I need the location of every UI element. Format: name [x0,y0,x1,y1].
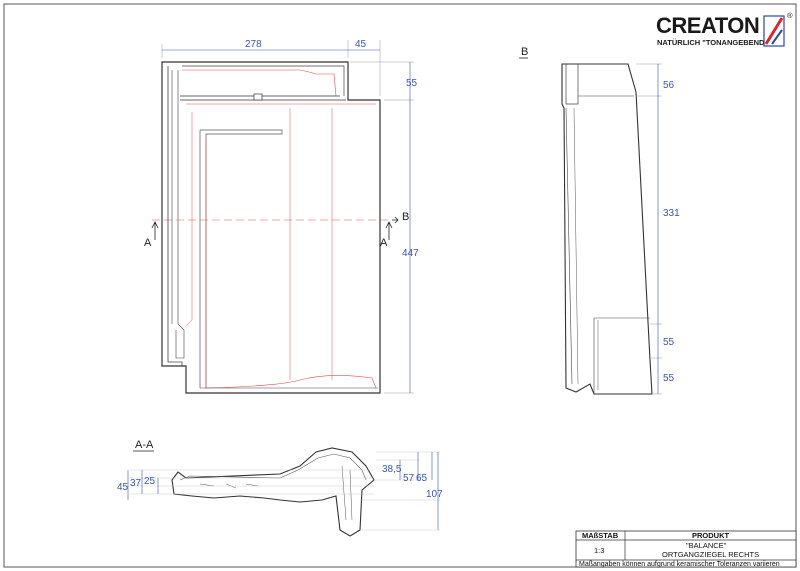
dim-section-25: 25 [144,476,156,487]
dim-section-57: 57 [403,473,415,484]
tile-section-view: A-A 45 37 25 38,5 57 65 107 [117,439,443,537]
creaton-logo: CREATON ® NATÜRLICH "TONANGEBEND" [656,11,793,47]
dim-side-56: 56 [663,80,675,91]
tile-top-view: A A B [144,61,409,394]
side-view-outline [561,63,653,395]
product-header: PRODUKT [692,531,730,540]
dim-section-37: 37 [130,478,142,489]
title-block: MAßSTAB PRODUKT 1:3 "BALANCE" ORTGANGZIE… [575,530,797,568]
dim-section-107: 107 [426,489,443,500]
dim-overhang-45: 45 [355,39,367,50]
logo-registered-mark: ® [787,11,793,20]
scale-header: MAßSTAB [582,531,619,540]
section-marker-a-right: A [380,237,388,249]
tile-side-view: B 56 331 55 55 [519,46,680,395]
dim-side-55-lower: 55 [663,373,675,384]
dim-side-331: 331 [663,208,680,219]
dim-section-38-5: 38,5 [382,464,402,475]
tile-outline [161,61,381,394]
dim-side-55-upper: 55 [663,337,675,348]
tolerance-note: Maßangaben können aufgrund keramischer T… [579,561,780,568]
side-view-label: B [521,46,528,58]
logo-emblem-icon [763,15,785,47]
dim-width-278: 278 [245,39,262,50]
product-name: "BALANCE" [686,541,727,550]
section-marker-a-left: A [144,237,152,249]
dim-section-65: 65 [416,473,428,484]
top-view-dimensions: 278 45 55 447 [161,39,419,394]
section-view-label: A-A [135,439,154,451]
section-marker-b: B [402,211,409,223]
dim-head-55: 55 [406,78,418,89]
product-type: ORTGANGZIEGEL RECHTS [662,550,759,559]
logo-wordmark: CREATON [656,13,759,38]
scale-value: 1:3 [594,546,604,555]
dim-section-45: 45 [117,482,129,493]
logo-tagline: NATÜRLICH "TONANGEBEND" [657,38,768,47]
sheet-frame [3,3,797,568]
dim-length-447: 447 [402,248,419,259]
